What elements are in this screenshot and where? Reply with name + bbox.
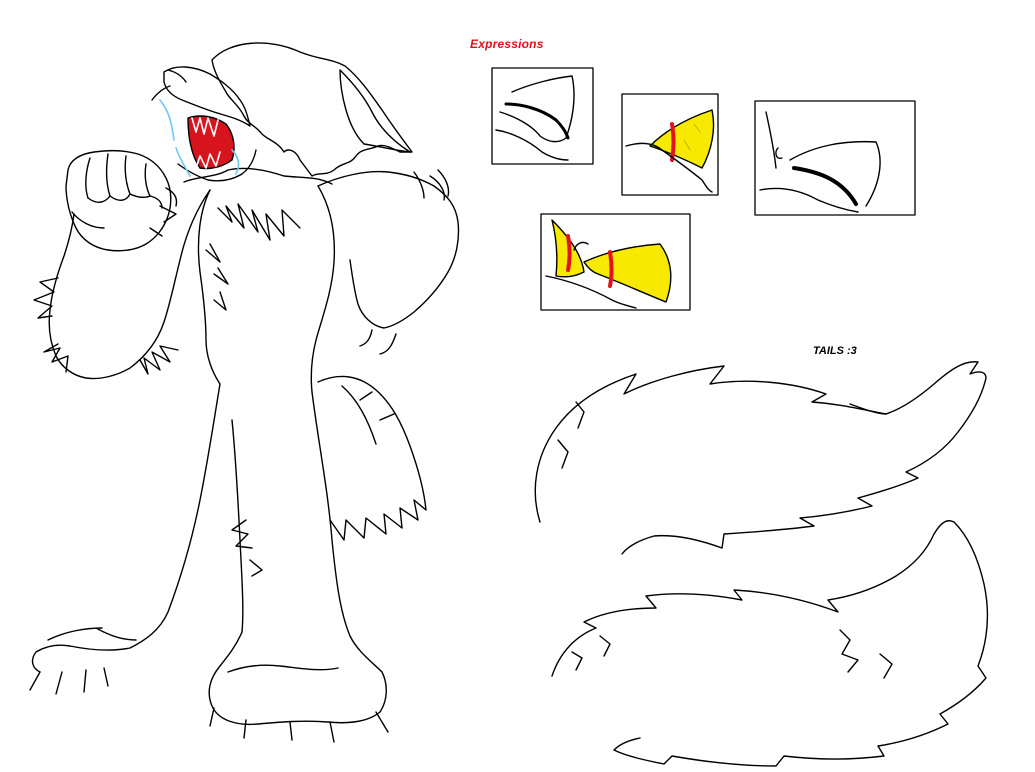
expression-panel-1 xyxy=(491,67,594,165)
werewolf-fist xyxy=(65,149,172,252)
werewolf-tail xyxy=(317,375,427,541)
werewolf-head xyxy=(211,42,413,177)
werewolf-torso xyxy=(197,185,336,393)
werewolf-snout xyxy=(163,66,251,127)
expression-panel-4 xyxy=(540,213,691,311)
werewolf-mouth xyxy=(187,115,235,170)
expression-panel-3 xyxy=(754,100,916,216)
werewolf-jaw xyxy=(177,149,257,182)
werewolf-right-leg xyxy=(208,391,387,726)
expressions-label: Expressions xyxy=(470,37,544,51)
werewolf-right-arm xyxy=(317,170,460,329)
expression-panel-2 xyxy=(621,93,719,196)
tails-label: TAILS :3 xyxy=(813,345,857,357)
werewolf-left-leg xyxy=(31,383,221,673)
drool xyxy=(159,99,240,177)
tail-drawing-2 xyxy=(551,520,989,767)
tail-drawing-1 xyxy=(534,361,987,555)
werewolf-left-arm xyxy=(48,189,211,380)
werewolf-figure xyxy=(29,42,460,743)
werewolf-ear xyxy=(339,69,411,153)
